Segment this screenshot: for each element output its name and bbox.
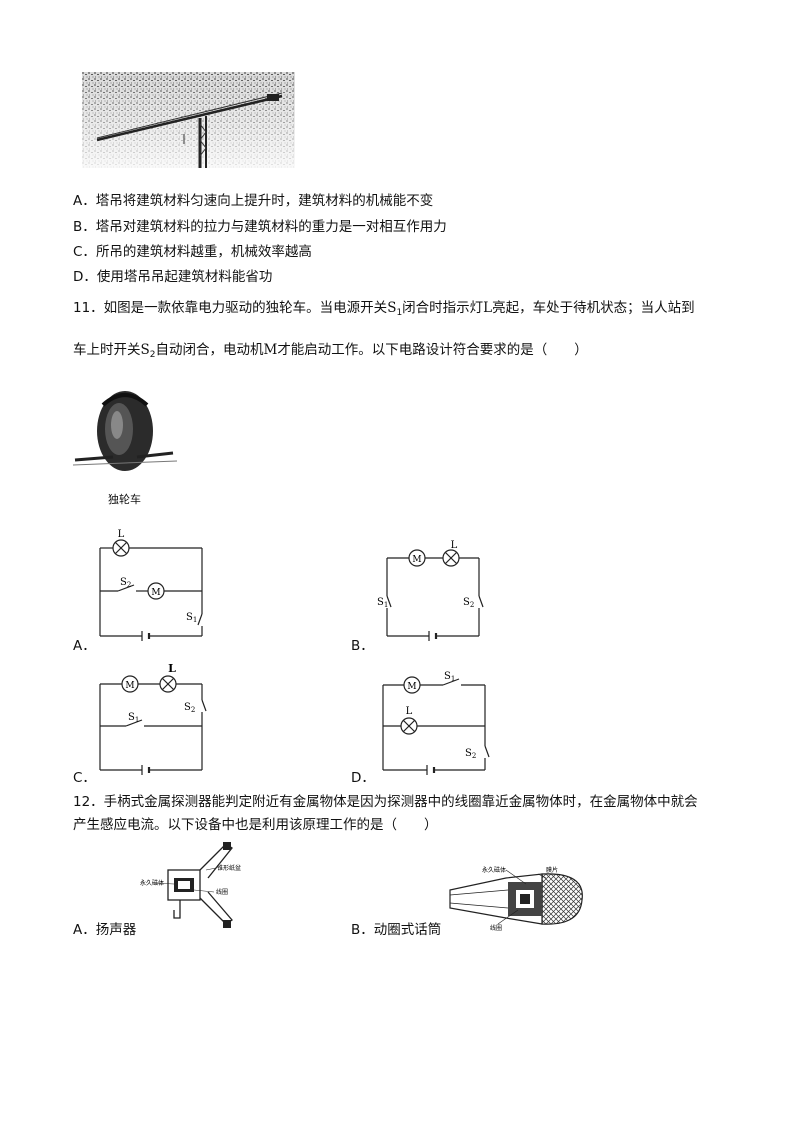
- q11-option-d: D．: [351, 770, 375, 786]
- svg-text:永久磁体: 永久磁体: [482, 866, 506, 874]
- tower-crane-image: [82, 72, 295, 168]
- svg-text:S2: S2: [120, 577, 131, 589]
- circuit-a-diagram: L M S2 S1: [99, 529, 203, 641]
- q10-option-d: D．使用塔吊吊起建筑材料能省功: [73, 269, 273, 285]
- q10-option-a: A．塔吊将建筑材料匀速向上提升时，建筑材料的机械能不变: [73, 193, 434, 209]
- q10-option-b: B．塔吊对建筑材料的拉力与建筑材料的重力是一对相互作用力: [73, 219, 447, 235]
- svg-text:S1: S1: [444, 671, 455, 683]
- q12-option-a: A．扬声器: [73, 922, 137, 938]
- svg-text:M: M: [412, 555, 421, 565]
- dynamic-microphone-diagram: 永久磁体 膜片 线圈: [449, 866, 583, 932]
- svg-text:线圈: 线圈: [216, 888, 228, 896]
- unicycle-caption: 独轮车: [108, 493, 141, 506]
- svg-text:S2: S2: [184, 702, 195, 714]
- svg-text:S1: S1: [186, 612, 197, 624]
- speaker-diagram: 永久磁体 锥形纸盆 线圈: [140, 842, 241, 928]
- svg-text:M: M: [407, 682, 416, 692]
- svg-text:S2: S2: [465, 748, 476, 760]
- q11-stem-line-2: 车上时开关S2自动闭合，电动机M才能启动工作。以下电路设计符合要求的是（ ）: [73, 342, 588, 360]
- q10-option-c: C．所吊的建筑材料越重，机械效率越高: [73, 244, 312, 260]
- circuit-b-diagram: M L S1 S2: [377, 540, 484, 641]
- svg-text:锥形纸盆: 锥形纸盆: [217, 864, 241, 872]
- q12-option-b: B．动圈式话筒: [351, 922, 442, 938]
- svg-text:S1: S1: [377, 597, 388, 609]
- circuit-d-diagram: M L S1 S2: [382, 671, 490, 775]
- q12-stem-line-2: 产生感应电流。以下设备中也是利用该原理工作的是（ ）: [73, 817, 438, 833]
- svg-text:L: L: [406, 706, 413, 717]
- unicycle-image: [72, 391, 178, 471]
- circuit-c-diagram: M L S1 S2: [99, 662, 207, 775]
- q11-option-a: A．: [73, 638, 96, 654]
- q11-stem-line-1: 11．如图是一款依靠电力驱动的独轮车。当电源开关S1闭合时指示灯L亮起，车处于待…: [73, 300, 695, 318]
- circuit-a-lamp-label: L: [118, 529, 125, 540]
- svg-text:L: L: [451, 540, 458, 551]
- svg-text:S2: S2: [463, 597, 474, 609]
- q12-stem-line-1: 12．手柄式金属探测器能判定附近有金属物体是因为探测器中的线圈靠近金属物体时，在…: [73, 794, 698, 810]
- q11-option-c: C．: [73, 770, 96, 786]
- q11-option-b: B．: [351, 638, 374, 654]
- svg-text:S1: S1: [128, 712, 139, 724]
- circuit-a-motor-label: M: [151, 588, 160, 598]
- svg-text:L: L: [168, 662, 176, 675]
- svg-text:永久磁体: 永久磁体: [140, 879, 164, 887]
- svg-text:膜片: 膜片: [546, 866, 558, 874]
- svg-text:线圈: 线圈: [490, 924, 502, 932]
- svg-text:M: M: [125, 681, 134, 691]
